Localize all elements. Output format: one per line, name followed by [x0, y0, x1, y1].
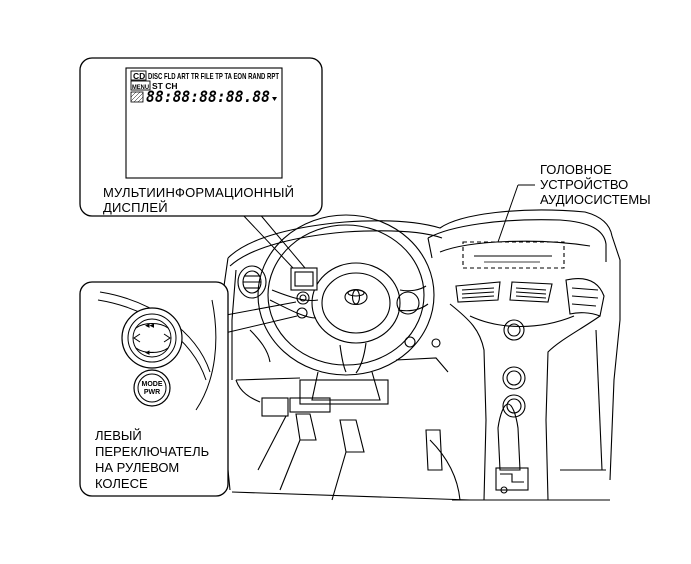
audio-head-unit-label-line-1: ГОЛОВНОЕ — [540, 162, 612, 177]
steering-switch-label-line-4: КОЛЕСЕ — [95, 476, 148, 491]
console-knob-2 — [502, 366, 526, 390]
steering-switch-callout: ◂◂ ◂– MODE PWR ЛЕВЫЙ ПЕРЕКЛЮЧАТЕЛЬ НА РУ… — [79, 281, 298, 497]
left-air-vent — [237, 265, 267, 299]
console-knob-1 — [503, 319, 525, 341]
multi-info-display-location — [290, 267, 318, 291]
lcd-cd-badge-text: CD — [133, 71, 145, 81]
multi-display-label-line-1: МУЛЬТИИНФОРМАЦИОННЫЙ — [103, 185, 294, 200]
mode-pwr-button[interactable]: MODE PWR — [133, 369, 171, 407]
steering-switch-label-line-2: ПЕРЕКЛЮЧАТЕЛЬ — [95, 444, 209, 459]
toyota-emblem-icon — [344, 288, 368, 306]
audio-head-unit-callout: ГОЛОВНОЕ УСТРОЙСТВО АУДИОСИСТЕМЫ — [497, 162, 651, 243]
audio-switch-housing — [121, 307, 183, 369]
seek-up-icon[interactable]: ◂◂ — [145, 321, 155, 331]
lcd-screen — [125, 67, 283, 179]
lcd-menu-badge-text: MENU — [132, 84, 149, 91]
console-knob-3 — [502, 394, 526, 418]
lcd-row-1: DISC FLD ART TR FILE TP TA EON RAND RPT — [148, 71, 280, 81]
audio-head-unit-location — [462, 241, 565, 269]
multi-display-callout: CD DISC FLD ART TR FILE TP TA EON RAND R… — [79, 57, 323, 269]
volume-down-icon — [133, 333, 141, 343]
audio-head-unit-label-line-3: АУДИОСИСТЕМЫ — [540, 192, 651, 207]
multi-display-label-line-2: ДИСПЛЕЙ — [103, 200, 168, 215]
right-spoke-control — [396, 291, 420, 315]
seek-rocker-switch[interactable]: ◂◂ ◂– — [132, 318, 172, 358]
steering-switch-label-line-1: ЛЕВЫЙ — [95, 428, 142, 443]
volume-up-icon — [163, 333, 171, 343]
lcd-row-2: ST CH — [152, 81, 178, 91]
audio-head-unit-label-line-2: УСТРОЙСТВО — [540, 177, 628, 192]
steering-switch-label-line-3: НА РУЛЕВОМ — [95, 460, 179, 475]
lcd-segment-digits: 88:88:88:88.88 — [146, 87, 270, 106]
steering-wheel-rim — [257, 214, 435, 376]
pwr-button-label: PWR — [144, 389, 160, 396]
mode-button-label: MODE — [142, 381, 163, 388]
lcd-menu-badge — [130, 80, 151, 91]
dashboard-drawing — [219, 209, 621, 501]
steering-wheel-hub — [311, 262, 401, 344]
seek-down-icon[interactable]: ◂– — [145, 348, 155, 358]
lcd-arrow-icon — [272, 97, 277, 101]
lcd-cd-badge — [130, 70, 147, 81]
